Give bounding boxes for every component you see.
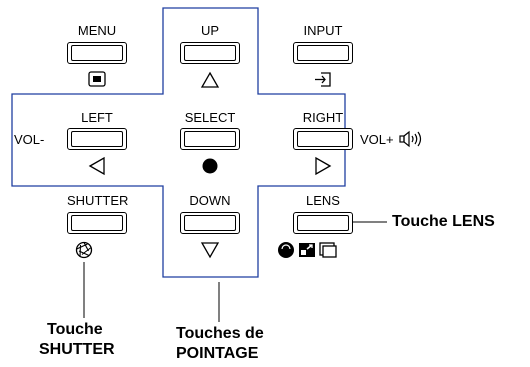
- input-label: INPUT: [303, 23, 343, 38]
- speaker-icon: [399, 130, 422, 148]
- down-label: DOWN: [189, 193, 231, 208]
- select-label: SELECT: [184, 110, 236, 125]
- lens-key-callout: Touche LENS: [392, 213, 495, 230]
- lens-label: LENS: [306, 193, 340, 208]
- cross-outline: [11, 7, 346, 278]
- down-triangle-icon: [200, 242, 220, 259]
- shutter-button[interactable]: [67, 212, 127, 234]
- shutter-key-callout-line2: SHUTTER: [39, 341, 115, 358]
- focus-icon: [278, 242, 294, 258]
- left-label: LEFT: [81, 110, 113, 125]
- pointing-keys-callout-line1: Touches de: [176, 325, 264, 342]
- vol-plus-label: VOL+: [360, 132, 394, 147]
- left-button[interactable]: [67, 128, 127, 150]
- lens-button[interactable]: [293, 212, 353, 234]
- right-button[interactable]: [293, 128, 353, 150]
- input-button[interactable]: [293, 42, 353, 64]
- menu-label: MENU: [77, 23, 117, 38]
- vol-minus-label: VOL-: [14, 132, 45, 147]
- menu-button[interactable]: [67, 42, 127, 64]
- zoom-icon: [299, 243, 315, 257]
- select-circle-icon: [202, 158, 218, 174]
- menu-icon: [88, 71, 106, 87]
- left-triangle-icon: [88, 156, 105, 176]
- lens-shift-icon: [319, 242, 337, 258]
- shutter-label: SHUTTER: [67, 193, 129, 208]
- up-label: UP: [200, 23, 220, 38]
- right-triangle-icon: [315, 156, 332, 176]
- up-button[interactable]: [180, 42, 240, 64]
- select-button[interactable]: [180, 128, 240, 150]
- shutter-aperture-icon: [75, 241, 93, 259]
- shutter-key-callout-line1: Touche: [47, 321, 103, 338]
- input-icon: [315, 72, 331, 87]
- up-triangle-icon: [200, 71, 220, 88]
- down-button[interactable]: [180, 212, 240, 234]
- pointing-keys-callout-line2: POINTAGE: [176, 345, 259, 362]
- right-label: RIGHT: [302, 110, 344, 125]
